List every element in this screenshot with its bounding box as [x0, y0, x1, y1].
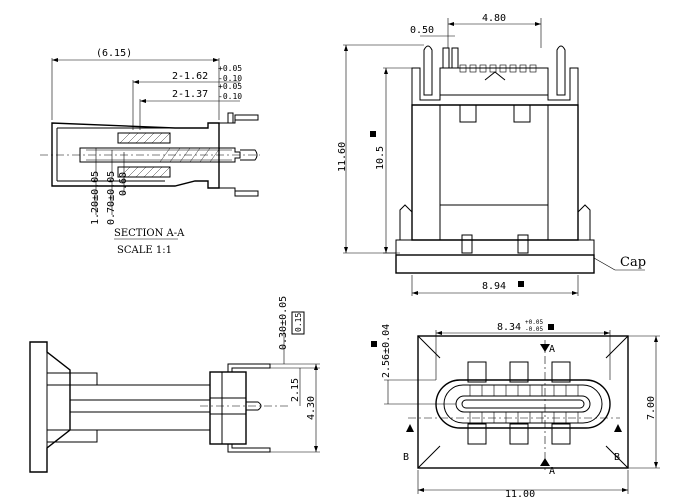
side-view: 0.30±0.05 0.15 2.15 4.30 [29, 296, 320, 473]
dim-a: 0.30±0.05 [278, 296, 289, 350]
critical-marker [370, 131, 376, 137]
dim-width: 11.00 [505, 489, 535, 500]
critical-marker [371, 341, 377, 347]
section-label-b-left: B [403, 452, 409, 463]
dim-width-tol-plus: +0.05 [525, 319, 543, 326]
dim-b-tol-plus: +0.05 [218, 82, 242, 91]
dim-width-tol-minus: -0.05 [525, 326, 543, 333]
dim-b-base: 2-1.37 [172, 89, 208, 100]
dim-a-tol-plus: +0.05 [218, 64, 242, 73]
dim-flat: 0.15 [294, 313, 303, 332]
critical-marker [548, 324, 554, 330]
section-label-a-bottom: A [549, 466, 555, 477]
section-scale: SCALE 1:1 [117, 245, 172, 256]
dim-pin: 0.50 [410, 25, 434, 36]
dim-height-inner: 10.5 [375, 146, 386, 170]
cap-label: Cap [620, 255, 646, 270]
dim-height: 7.00 [646, 396, 657, 420]
dim-v2: 0.70±0.05 [106, 171, 117, 225]
dim-width-top: 4.80 [482, 13, 506, 24]
dim-a-base: 2-1.62 [172, 71, 208, 82]
dim-v: 2.56±0.04 [381, 324, 392, 378]
dim-width-inner: 8.34 [497, 322, 521, 333]
bottom-view: A A B B 8.34 +0.05 -0.05 2.56±0.04 7.00 [371, 319, 660, 500]
dim-c: 4.30 [306, 396, 317, 420]
dim-b: 2.15 [290, 378, 301, 402]
flatness-box [291, 311, 305, 335]
front-view: 4.80 0.50 11.60 10.5 8.94 Cap [337, 13, 646, 296]
critical-marker [518, 281, 524, 287]
section-view: (6.15) 2-1.62 +0.05 -0.10 2-1.37 +0.05 -… [40, 48, 260, 256]
section-label-b-right: B [614, 452, 620, 463]
dim-height: 11.60 [337, 142, 348, 172]
section-label-a-top: A [549, 344, 555, 355]
dim-a-tol-minus: -0.10 [218, 74, 242, 83]
dim-v1: 1.20±0.05 [90, 171, 101, 225]
section-title: SECTION A-A [114, 228, 185, 239]
dim-v3: 0.60 [118, 172, 129, 196]
dim-b-tol-minus: -0.10 [218, 92, 242, 101]
dim-width-bottom: 8.94 [482, 281, 506, 292]
dim-overall-width: (6.15) [96, 48, 132, 59]
